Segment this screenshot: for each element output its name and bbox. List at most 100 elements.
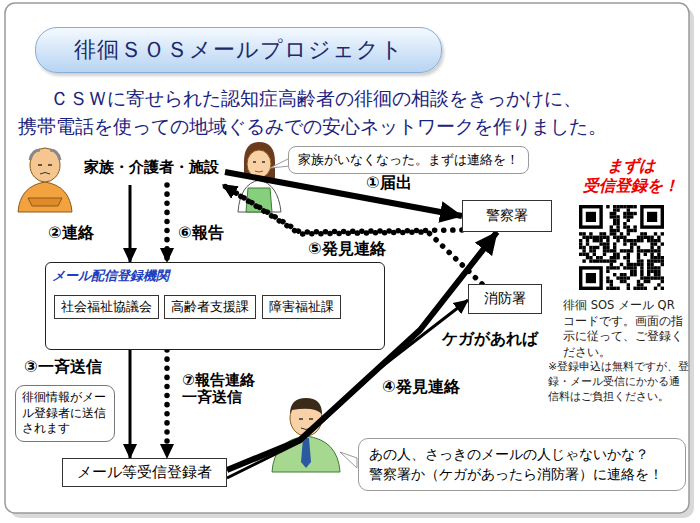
qr-module [596, 259, 599, 262]
qr-module [613, 273, 616, 276]
qr-module [637, 280, 640, 283]
qr-module [603, 246, 606, 249]
qr-module [627, 229, 630, 232]
node-text: 徘徊情報がメール登録者に送信されます [22, 390, 108, 437]
fee-note: ※登録申込は無料ですが、登録・メール受信にかかる通信料はご負担ください。 [548, 360, 690, 405]
qr-module [610, 212, 613, 215]
qr-module [644, 232, 647, 235]
qr-module [657, 273, 660, 276]
receiver-box: メール等受信登録者 [62, 458, 227, 487]
qr-module [627, 212, 630, 215]
qr-module [613, 242, 616, 245]
qr-module [630, 205, 633, 208]
qr-caption: 徘徊 SOS メール QR コードです。画面の指示に従って、ご登録ください。 [563, 298, 689, 360]
qr-module [586, 239, 589, 242]
qr-module [633, 242, 636, 245]
qr-module [606, 249, 609, 252]
qr-module [654, 242, 657, 245]
qr-module [637, 256, 640, 259]
qr-module [623, 242, 626, 245]
qr-module [582, 246, 585, 249]
qr-module [661, 259, 664, 262]
qr-module [593, 253, 596, 256]
qr-module [640, 287, 643, 290]
qr-module [593, 249, 596, 252]
qr-module [661, 276, 664, 279]
node-text: 消防署 [484, 290, 526, 308]
qr-module [630, 229, 633, 232]
qr-module [586, 253, 589, 256]
police-box: 警察署 [462, 200, 552, 232]
qr-module [616, 205, 619, 208]
qr-module [647, 266, 650, 269]
qr-module [603, 249, 606, 252]
qr-module [623, 215, 626, 218]
qr-module [627, 205, 630, 208]
qr-module [596, 256, 599, 259]
qr-module [640, 232, 643, 235]
qr-module [644, 249, 647, 252]
qr-module [627, 253, 630, 256]
qr-module [640, 266, 643, 269]
qr-module [593, 236, 596, 239]
qr-module [616, 253, 619, 256]
qr-module [596, 246, 599, 249]
qr-module [606, 242, 609, 245]
org-box: 障害福祉課 [262, 295, 341, 319]
speech-bubble: 家族がいなくなった。まずは連絡を！ [288, 146, 529, 174]
speech-bubble: あの人、さっきのメールの人じゃないかな？ 警察署か（ケガがあったら消防署）に連絡… [358, 438, 686, 491]
qr-module [610, 225, 613, 228]
qr-module [586, 256, 589, 259]
edge-label: ⑤発見連絡 [306, 240, 388, 258]
qr-finder [581, 207, 601, 227]
qr-module [593, 246, 596, 249]
qr-module [661, 287, 664, 290]
qr-module [640, 283, 643, 286]
qr-module [630, 266, 633, 269]
qr-module [623, 225, 626, 228]
node-text: 高齢者支援課 [171, 298, 249, 316]
qr-module [613, 249, 616, 252]
qr-module [630, 270, 633, 273]
qr-module [637, 249, 640, 252]
connector-arrow [129, 185, 132, 262]
qr-module [610, 229, 613, 232]
qr-module [657, 246, 660, 249]
elderly-man-icon [18, 148, 72, 212]
qr-module [613, 256, 616, 259]
qr-module [613, 229, 616, 232]
qr-module [623, 205, 626, 208]
qr-module [654, 239, 657, 242]
qr-module [610, 249, 613, 252]
connector-arrow [223, 185, 462, 232]
qr-module [610, 283, 613, 286]
org-box: 社会福祉協議会 [54, 295, 159, 319]
edge-label: ④発見連絡 [380, 378, 462, 396]
qr-module [627, 283, 630, 286]
qr-module [630, 273, 633, 276]
qr-module [589, 232, 592, 235]
qr-module [630, 215, 633, 218]
qr-module [627, 266, 630, 269]
qr-module [661, 232, 664, 235]
qr-module [613, 287, 616, 290]
node-text: メール配信登録機関 [52, 267, 169, 285]
qr-module [613, 246, 616, 249]
qr-module [616, 236, 619, 239]
qr-module [582, 253, 585, 256]
qr-module [650, 236, 653, 239]
qr-module [657, 270, 660, 273]
qr-module [650, 256, 653, 259]
connector-arrow [129, 350, 132, 458]
qr-module [647, 249, 650, 252]
qr-module [630, 212, 633, 215]
qr-module [616, 256, 619, 259]
qr-module [640, 259, 643, 262]
qr-module [650, 253, 653, 256]
qr-module [633, 225, 636, 228]
qr-module [610, 259, 613, 262]
qr-module [657, 266, 660, 269]
title-band: 徘徊ＳＯＳメールプロジェクト [35, 27, 442, 73]
qr-module [613, 208, 616, 211]
